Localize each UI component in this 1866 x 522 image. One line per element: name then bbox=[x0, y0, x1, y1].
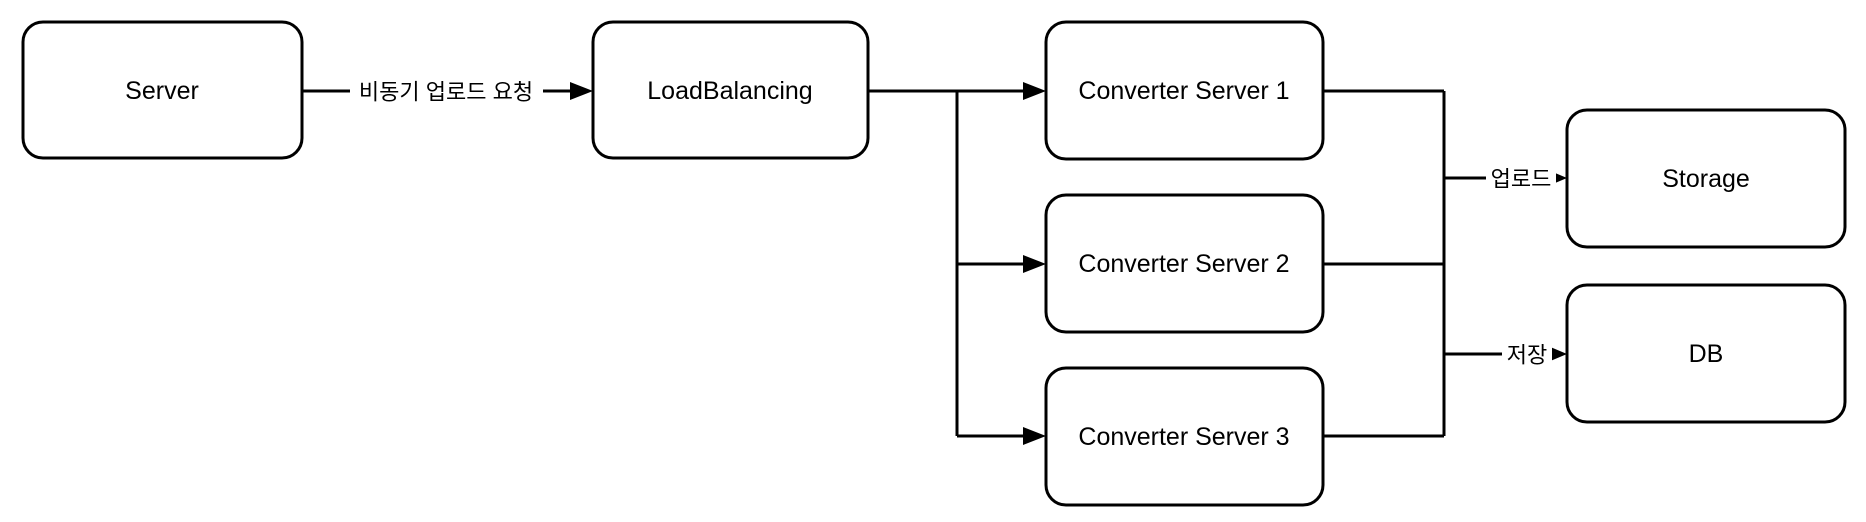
node-label: Converter Server 3 bbox=[1078, 423, 1289, 451]
node-db: DB bbox=[1565, 283, 1847, 424]
edge-label-save: 저장 bbox=[1507, 343, 1547, 368]
node-box bbox=[1565, 108, 1847, 249]
arrowhead-to-converter-1-icon bbox=[1023, 82, 1046, 100]
node-label: DB bbox=[1689, 340, 1724, 368]
node-box bbox=[1044, 20, 1325, 161]
node-label: Storage bbox=[1662, 165, 1750, 193]
node-load-balancing: LoadBalancing bbox=[591, 20, 870, 160]
node-converter-server-3: Converter Server 3 bbox=[1044, 366, 1325, 507]
edge-converters-to-db: 저장 bbox=[1444, 340, 1567, 368]
node-box bbox=[591, 20, 870, 160]
edge-converters-collector bbox=[1323, 89, 1446, 438]
edge-server-to-loadbalancing: 비동기 업로드 요청 bbox=[302, 77, 593, 105]
edge-converters-to-storage: 업로드 bbox=[1444, 164, 1567, 192]
node-box bbox=[1565, 283, 1847, 424]
node-label: LoadBalancing bbox=[647, 77, 812, 105]
edge-label-background bbox=[1502, 340, 1552, 368]
node-converter-server-1: Converter Server 1 bbox=[1044, 20, 1325, 161]
arrowhead-to-converter-3-icon bbox=[1023, 427, 1046, 445]
node-box bbox=[1044, 366, 1325, 507]
node-server: Server bbox=[21, 20, 304, 160]
arrowhead-right-icon bbox=[570, 82, 593, 100]
node-storage: Storage bbox=[1565, 108, 1847, 249]
node-label: Converter Server 2 bbox=[1078, 250, 1289, 278]
edge-label-upload: 업로드 bbox=[1491, 167, 1552, 192]
node-box bbox=[21, 20, 304, 160]
edge-label-async-upload-request: 비동기 업로드 요청 bbox=[359, 80, 533, 105]
node-label: Converter Server 1 bbox=[1078, 77, 1289, 105]
node-label: Server bbox=[125, 77, 199, 105]
arrowhead-to-converter-2-icon bbox=[1023, 255, 1046, 273]
edge-label-background bbox=[1486, 164, 1556, 192]
node-box bbox=[1044, 193, 1325, 334]
arrowhead-to-db-icon bbox=[1548, 346, 1567, 362]
edge-label-background bbox=[350, 77, 543, 105]
edge-loadbalancing-fanout bbox=[868, 82, 1046, 445]
node-converter-server-2: Converter Server 2 bbox=[1044, 193, 1325, 334]
